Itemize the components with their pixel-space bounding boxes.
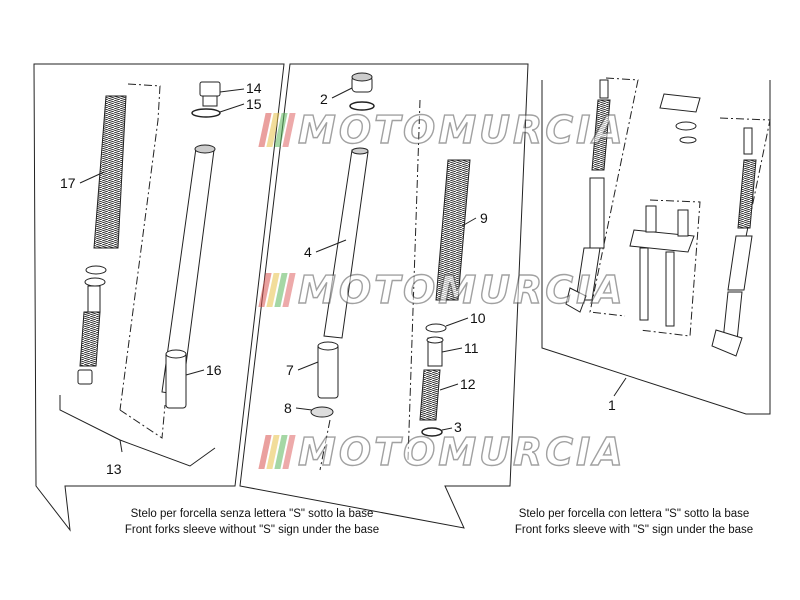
part-number-7: 7 <box>286 362 294 378</box>
o-ring-15 <box>191 108 221 118</box>
part-number-4: 4 <box>304 244 312 260</box>
bushing-7 <box>317 341 339 399</box>
assembled-fork <box>565 79 757 357</box>
watermark-text: MOTOMURCIA <box>297 107 626 152</box>
caption-left: Stelo per forcella senza lettera "S" sot… <box>92 506 412 538</box>
damper-rod-left <box>77 265 107 385</box>
part-number-17: 17 <box>60 175 76 191</box>
cap-2 <box>351 72 373 93</box>
part-number-12: 12 <box>460 376 476 392</box>
washer-10 <box>425 323 447 333</box>
watermark-logo: MOTOMURCIA <box>258 429 626 475</box>
part-number-8: 8 <box>284 400 292 416</box>
caption-left-italian: Stelo per forcella senza lettera "S" sot… <box>130 508 374 520</box>
middle-panel <box>239 63 529 529</box>
part-number-1: 1 <box>608 397 616 413</box>
left-panel <box>33 63 285 532</box>
part-number-11: 11 <box>464 340 479 356</box>
spring-9 <box>435 159 471 301</box>
part-number-10: 10 <box>470 310 486 326</box>
spring-12 <box>419 369 441 421</box>
part-number-9: 9 <box>480 210 488 226</box>
watermark-bars <box>258 435 296 469</box>
watermark-text: MOTOMURCIA <box>297 429 626 474</box>
part-number-15: 15 <box>246 96 262 112</box>
part-number-13: 13 <box>106 461 122 477</box>
caption-left-english: Front forks sleeve without "S" sign unde… <box>124 524 380 536</box>
leader-lines <box>79 87 627 431</box>
watermark-text: MOTOMURCIA <box>297 267 626 312</box>
watermark-logo: MOTOMURCIA <box>258 267 626 313</box>
o-ring-2b <box>349 101 375 111</box>
caption-right-english: Front forks sleeve with "S" sign under t… <box>514 524 754 536</box>
caption-right: Stelo per forcella con lettera "S" sotto… <box>484 506 784 538</box>
washer-8 <box>310 406 334 418</box>
caption-right-italian: Stelo per forcella con lettera "S" sotto… <box>518 508 750 520</box>
watermark-bars <box>258 273 296 307</box>
watermark-logo: MOTOMURCIA <box>258 107 626 153</box>
part-number-14: 14 <box>246 80 262 96</box>
tube-4 <box>323 147 369 339</box>
bushing-16 <box>165 349 187 409</box>
right-panel <box>541 77 771 415</box>
tube-left <box>161 144 216 396</box>
cap-14 <box>199 81 221 107</box>
part-number-3: 3 <box>454 419 462 435</box>
ring-3 <box>421 427 443 437</box>
rod-11 <box>426 336 444 367</box>
part-number-2: 2 <box>320 91 328 107</box>
spring-17 <box>93 95 127 249</box>
watermark-bars <box>258 113 296 147</box>
part-number-16: 16 <box>206 362 222 378</box>
part-labels: 14 15 17 16 13 2 4 9 7 8 10 11 12 3 1 <box>60 80 616 477</box>
